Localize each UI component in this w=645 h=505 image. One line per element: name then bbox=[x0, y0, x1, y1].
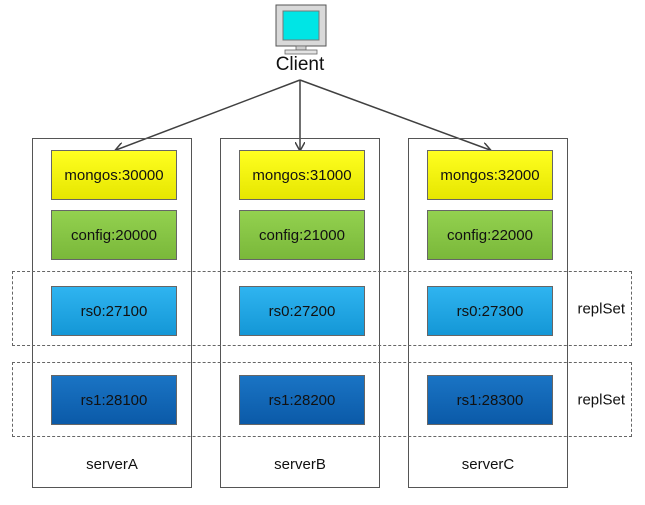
replset-group-rs1: replSet bbox=[12, 362, 632, 437]
config-node: config:22000 bbox=[427, 210, 553, 260]
server-name: serverA bbox=[86, 456, 138, 473]
server-column-b: serverB bbox=[220, 138, 380, 488]
mongos-node: mongos:30000 bbox=[51, 150, 177, 200]
server-name: serverB bbox=[274, 456, 326, 473]
replset-label: replSet bbox=[577, 391, 625, 408]
replset-label: replSet bbox=[577, 300, 625, 317]
rs0-node: rs0:27200 bbox=[239, 286, 365, 336]
client-label: Client bbox=[275, 54, 325, 75]
mongos-node: mongos:31000 bbox=[239, 150, 365, 200]
computer-monitor-icon bbox=[275, 4, 327, 55]
rs1-node: rs1:28300 bbox=[427, 375, 553, 425]
server-name: serverC bbox=[461, 456, 515, 473]
server-column-a: serverA bbox=[32, 138, 192, 488]
config-node: config:20000 bbox=[51, 210, 177, 260]
rs1-node: rs1:28100 bbox=[51, 375, 177, 425]
rs0-node: rs0:27100 bbox=[51, 286, 177, 336]
replset-group-rs0: replSet bbox=[12, 271, 632, 346]
mongos-node: mongos:32000 bbox=[427, 150, 553, 200]
config-node: config:21000 bbox=[239, 210, 365, 260]
rs0-node: rs0:27300 bbox=[427, 286, 553, 336]
server-column-c: serverC bbox=[408, 138, 568, 488]
rs1-node: rs1:28200 bbox=[239, 375, 365, 425]
